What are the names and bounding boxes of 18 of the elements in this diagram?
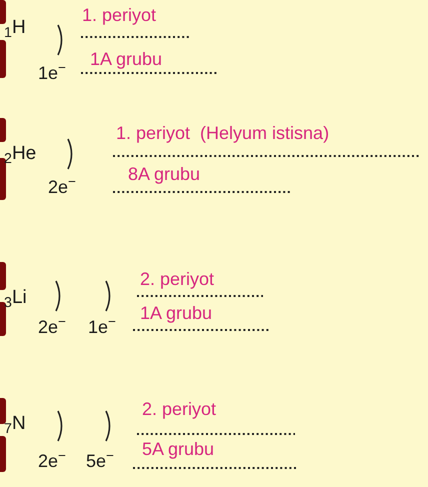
note-text: 5A grubu: [142, 438, 214, 460]
element-symbol: $_{2}$He: [4, 142, 36, 166]
electron-count: 2e$^{−}$: [38, 316, 66, 338]
element-symbol: $_{3}$Li: [4, 286, 27, 310]
note-text: 1A grubu: [140, 302, 212, 324]
note-text: 1A grubu: [90, 48, 162, 70]
note-text: 1. periyot (Helyum istisna): [116, 122, 330, 144]
element-symbol: $_{1}$H: [4, 16, 26, 40]
electron-count: 2e$^{−}$: [38, 450, 66, 472]
note-text: 2. periyot: [140, 268, 214, 290]
electron-count: 1e$^{−}$: [38, 62, 66, 84]
electron-count: 2e$^{−}$: [48, 176, 76, 198]
electron-count: 5e$^{−}$: [86, 450, 114, 472]
element-symbol: $_{7}$N: [4, 412, 26, 436]
note-text: 8A grubu: [128, 163, 200, 186]
electron-count: 1e$^{−}$: [88, 316, 116, 338]
note-text: 2. periyot: [142, 398, 216, 420]
note-text: 1. periyot: [82, 4, 156, 26]
